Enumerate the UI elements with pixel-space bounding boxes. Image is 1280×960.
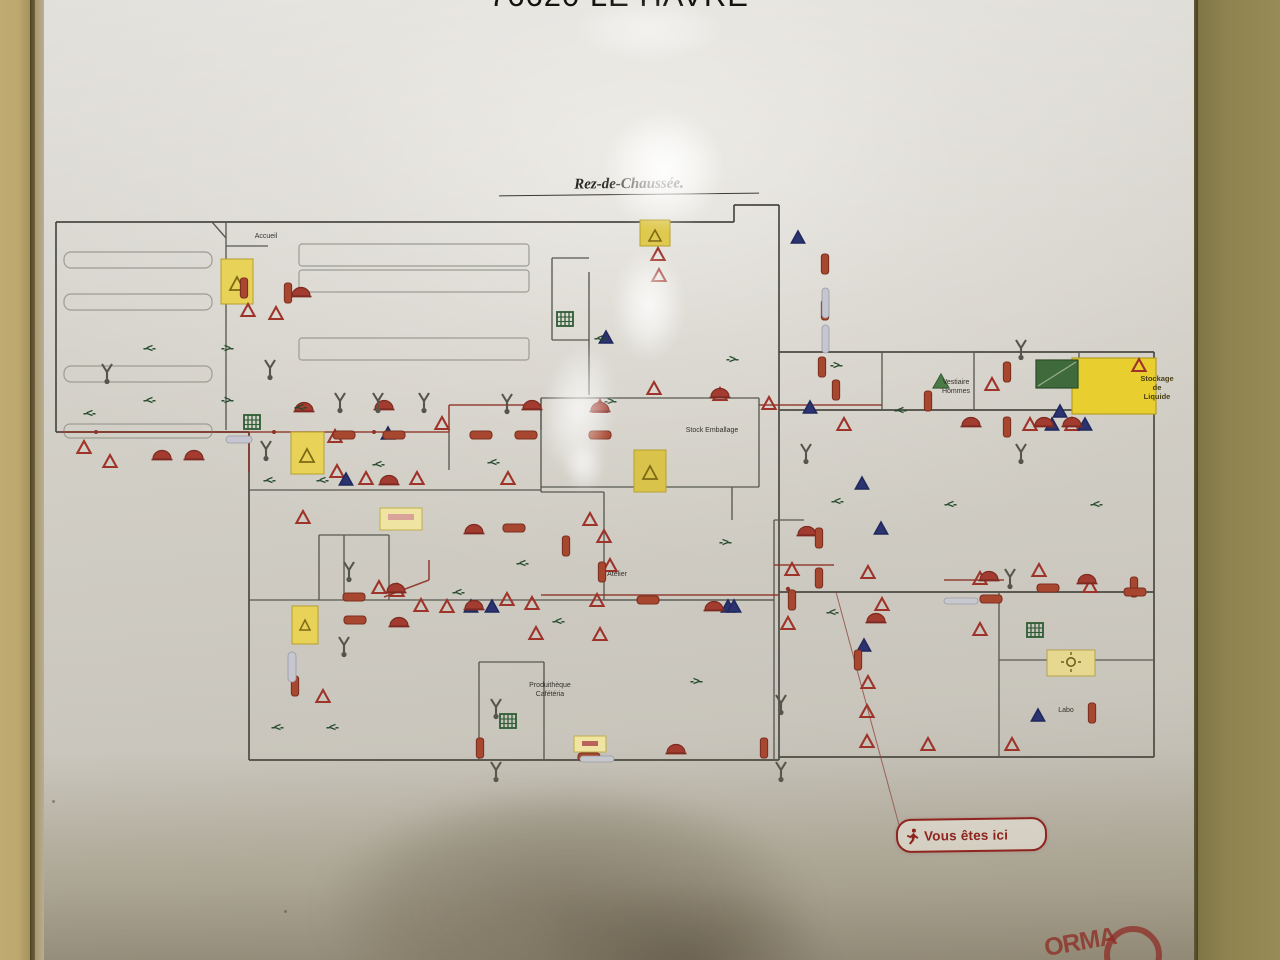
room-label: Accueil [254,233,278,240]
running-person-icon [906,828,919,844]
direction-arrow-right: ->- [690,674,703,688]
direction-arrow-left: -<- [143,341,156,355]
page-title: 76620 LE HAVRE [44,0,1194,14]
direction-arrow-left: -<- [594,331,607,345]
frame-edge-left [30,0,35,960]
direction-arrow-left: -<- [1090,497,1103,511]
direction-arrow-left: -<- [271,720,284,734]
direction-arrow-left: -<- [826,605,839,619]
camera-shadow [274,745,974,960]
room-label: Labo [1058,707,1074,714]
room-label: Produithèque Cafétéria [529,682,571,698]
direction-arrow-left: -<- [452,585,465,599]
you-are-here-label: Vous êtes ici [923,826,1009,844]
evacuation-plan-poster: 76620 LE HAVRE Rez-de-Chaussée. [44,0,1194,960]
direction-arrow-left: -<- [263,473,276,487]
direction-arrow-left: -<- [316,473,329,487]
company-logo: ORMA [1044,922,1174,960]
room-label: Atelier [607,571,627,578]
floor-plan-drawing [55,204,1157,826]
direction-arrow-left: -<- [831,494,844,508]
direction-arrow-left: -<- [326,720,339,734]
dust-speck-2 [284,910,287,913]
camera-shadow-core [474,860,894,960]
yellow-zone-label: Stockage de Liquide [1140,374,1174,401]
direction-arrow-right: ->- [604,394,617,408]
direction-arrow-left: -<- [516,556,529,570]
direction-arrow-left: -<- [294,400,307,414]
wall-left [0,0,34,960]
direction-arrow-left: -<- [552,614,565,628]
direction-arrow-left: -<- [83,406,96,420]
poster-bottom-shading [44,750,1194,960]
direction-arrow-right: ->- [719,535,732,549]
direction-arrow-right: ->- [726,352,739,366]
direction-arrow-left: -<- [944,497,957,511]
direction-arrow-left: -<- [372,457,385,471]
you-are-here-badge: Vous êtes ici [895,816,1048,854]
direction-arrow-right: ->- [830,358,843,372]
direction-arrow-right: ->- [221,341,234,355]
wall-right [1196,0,1280,960]
room-label: Stock Emballage [685,427,739,434]
direction-arrow-right: ->- [221,393,234,407]
direction-arrow-left: -<- [143,393,156,407]
direction-arrow-left: -<- [894,403,907,417]
frame-edge-right [1192,0,1198,960]
room-label: Vestiaire Hommes [941,379,970,395]
direction-arrow-left: -<- [487,455,500,469]
logo-disc-icon [1104,926,1162,960]
dust-speck-1 [52,800,55,803]
